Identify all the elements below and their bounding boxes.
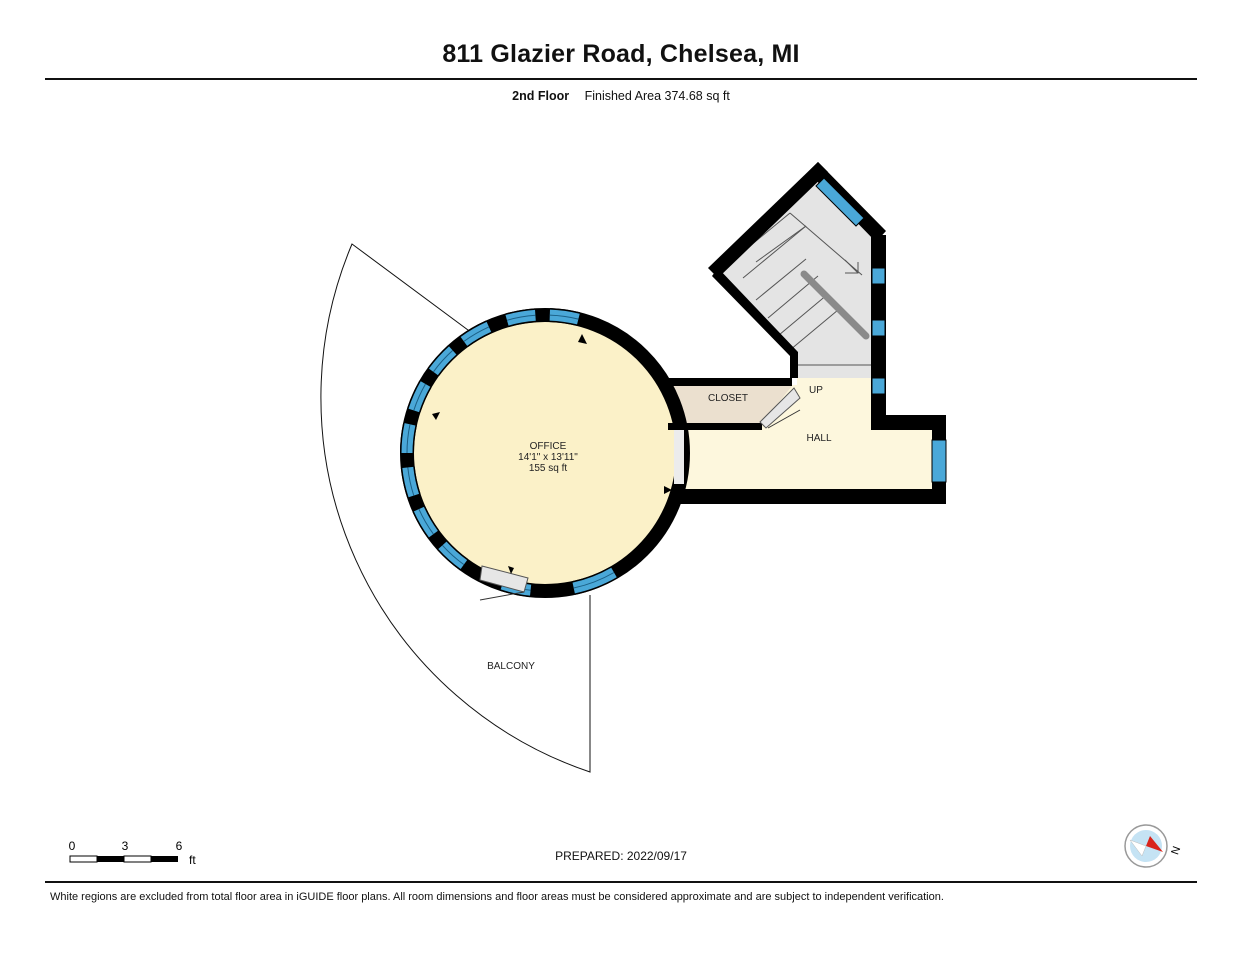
header-divider	[45, 78, 1197, 80]
window-pane-line	[418, 508, 434, 535]
footer-divider	[45, 881, 1197, 883]
scale-tick-3: 3	[122, 839, 129, 853]
scale-tick-0: 0	[69, 839, 76, 853]
compass-icon: N	[1124, 824, 1183, 868]
finished-area: Finished Area 374.68 sq ft	[584, 89, 730, 103]
stairwell-floor	[718, 182, 872, 378]
disclaimer: White regions are excluded from total fl…	[50, 891, 944, 903]
floor-summary: 2nd Floor Finished Area 374.68 sq ft	[0, 89, 1242, 103]
office-windows	[399, 308, 618, 598]
hall-name: HALL	[806, 433, 831, 444]
scale-tick-6: 6	[176, 839, 183, 853]
window-pane-line	[432, 350, 454, 373]
office-dimensions: 14'1" x 13'11"	[518, 452, 578, 463]
window-pane-line	[442, 544, 465, 566]
closet-floor	[672, 386, 792, 423]
balcony-name: BALCONY	[487, 661, 535, 672]
window-pane-line	[549, 314, 579, 320]
window-pane-line	[573, 572, 615, 589]
balcony-outline	[320, 243, 591, 773]
stairs-up-label: UP	[809, 385, 823, 396]
window-pane-line	[406, 424, 411, 454]
stair-treads	[732, 212, 872, 366]
compass-north-label: N	[1169, 845, 1183, 857]
stair-windows	[815, 177, 947, 483]
closet-name: CLOSET	[708, 393, 748, 404]
scale-unit: ft	[189, 853, 196, 867]
stair-handrail	[800, 270, 870, 340]
office-area: 155 sq ft	[529, 463, 568, 474]
page-title: 811 Glazier Road, Chelsea, MI	[442, 40, 800, 68]
window-pane-line	[506, 314, 536, 321]
scale-bar: 0 3 6 ft	[69, 839, 197, 867]
prepared-date: PREPARED: 2022/09/17	[555, 849, 687, 863]
office-hall-opening	[674, 430, 684, 484]
office-name: OFFICE	[530, 441, 567, 452]
closet-door	[759, 387, 801, 429]
window-pane-line	[463, 326, 490, 342]
floor-name: 2nd Floor	[512, 89, 570, 103]
entry-markers	[432, 334, 672, 574]
closet-door-swing	[767, 409, 801, 429]
window-pane-line	[407, 467, 415, 496]
balcony-door-swing	[479, 591, 525, 601]
office-floor	[411, 319, 679, 587]
window-pane-line	[413, 383, 426, 411]
